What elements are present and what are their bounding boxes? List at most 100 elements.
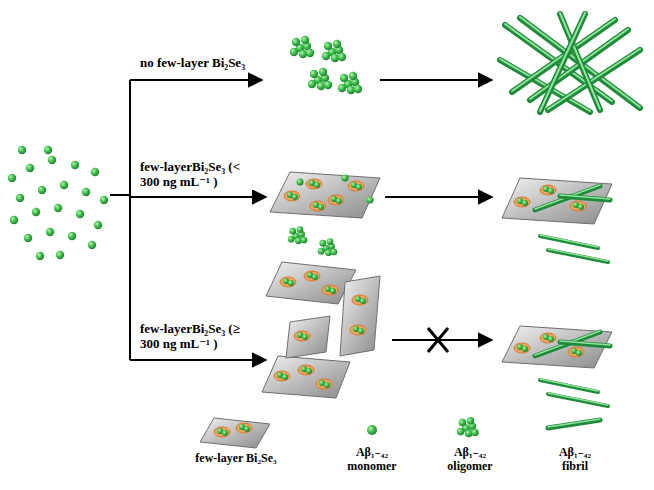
monomer [324, 81, 332, 89]
branch-label: few-layerBi₂Se₃ (≥ 300 ng mL⁻¹ ) [140, 322, 258, 352]
bound-site [280, 277, 296, 287]
bound-site [274, 371, 290, 381]
monomer [324, 42, 332, 50]
fibril [548, 420, 600, 428]
monomer [576, 350, 582, 356]
arrow [380, 79, 492, 81]
monomer [297, 179, 304, 186]
legend-text: few-layer Bi₂Se₃ [176, 452, 296, 466]
monomer [18, 146, 26, 154]
fibril-highlight [540, 235, 598, 247]
monomer [310, 70, 318, 78]
monomer [44, 146, 52, 154]
bound-site [322, 285, 338, 295]
bound-site [214, 427, 230, 437]
bi2se3-sheet [266, 262, 356, 304]
monomer [46, 228, 54, 236]
monomer [358, 328, 364, 334]
bound-site [316, 379, 332, 389]
monomer [319, 68, 327, 76]
monomer [54, 204, 62, 212]
monomer [360, 298, 366, 304]
branch-line [129, 80, 131, 360]
bi2se3-sheet [200, 418, 270, 448]
fibril-highlight [548, 419, 600, 427]
monomer [88, 241, 96, 249]
monomer [578, 204, 584, 210]
bound-site [298, 365, 314, 375]
fibril-highlight [540, 379, 598, 391]
monomer [282, 374, 288, 380]
fibril [540, 14, 585, 112]
monomer [327, 238, 334, 245]
bound-site [294, 331, 310, 341]
bi2se3-sheet [502, 326, 612, 368]
monomer [308, 80, 316, 88]
monomer [459, 419, 467, 427]
monomer [318, 248, 325, 255]
monomer [471, 429, 479, 437]
bound-site [352, 295, 368, 305]
monomer [288, 236, 295, 243]
monomer [338, 53, 346, 61]
monomer [222, 430, 228, 436]
monomer [306, 368, 312, 374]
bound-site [304, 271, 320, 281]
fibril-highlight [548, 393, 608, 405]
arrow [385, 196, 492, 198]
monomer [8, 174, 16, 182]
monomer [94, 221, 102, 229]
cross-mark [428, 328, 448, 352]
monomer [100, 196, 108, 204]
monomer [467, 417, 475, 425]
arrow [130, 196, 266, 198]
monomer [324, 382, 330, 388]
bound-site [284, 191, 300, 201]
monomer [548, 336, 554, 342]
monomer [244, 426, 250, 432]
monomer [290, 48, 298, 56]
bi2se3-sheet [286, 316, 330, 358]
monomer [333, 40, 341, 48]
monomer [32, 208, 40, 216]
monomer [457, 428, 465, 436]
monomer [354, 85, 362, 93]
bi2se3-sheet [502, 178, 612, 224]
monomer [60, 181, 68, 189]
bound-site [350, 325, 366, 335]
bound-site [540, 333, 556, 343]
monomer [314, 182, 320, 188]
branch-label: few-layerBi₂Se₃ (< 300 ng mL⁻¹ ) [140, 160, 258, 190]
legend-text: Aβ₁₋₄₂ oligomer [437, 446, 503, 474]
fibril [548, 394, 608, 406]
monomer [302, 334, 308, 340]
monomer [36, 252, 44, 260]
bound-site [306, 179, 322, 189]
monomer [318, 204, 324, 210]
monomer [76, 210, 84, 218]
bound-site [570, 201, 586, 211]
monomer [68, 232, 76, 240]
monomer [82, 188, 90, 196]
monomer [301, 36, 309, 44]
branch-line [110, 194, 130, 196]
arrow [130, 359, 266, 361]
monomer [288, 280, 294, 286]
monomer [319, 240, 326, 247]
monomer [48, 156, 56, 164]
monomer [338, 84, 346, 92]
monomer [38, 186, 46, 194]
fibril-highlight [560, 341, 610, 345]
monomer [322, 52, 330, 60]
bound-site [236, 423, 252, 433]
bi2se3-sheet [270, 172, 380, 218]
bound-site [514, 343, 530, 353]
monomer [301, 237, 308, 244]
fibril [540, 380, 598, 392]
fibril [560, 342, 610, 346]
monomer [336, 198, 342, 204]
monomer [71, 161, 79, 169]
arrow [130, 79, 262, 81]
monomer [367, 197, 374, 204]
